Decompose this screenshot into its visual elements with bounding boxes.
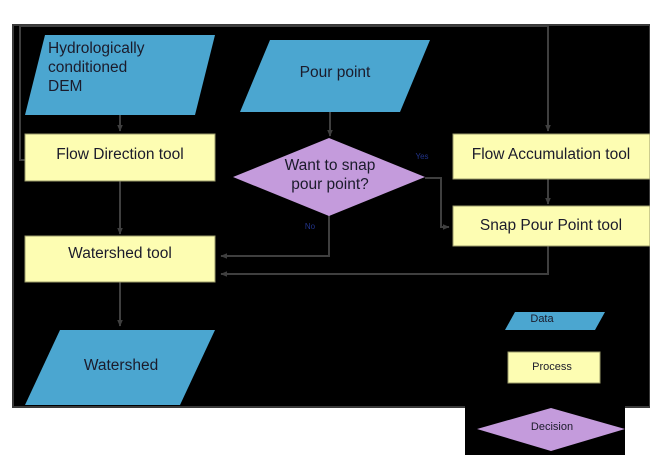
node-flow-direction-tool[interactable] [24, 133, 216, 182]
connector-flow-direction-to-flow-accumulation [19, 25, 551, 161]
connector-decision-yes-to-snap-pour-point [425, 177, 450, 230]
node-watershed[interactable] [25, 330, 215, 405]
legend-shape-decision [477, 408, 625, 451]
node-pour-point[interactable] [240, 40, 430, 112]
node-watershed-tool[interactable] [24, 235, 216, 283]
connector-snap-pour-point-to-watershed-tool [220, 245, 549, 277]
connector-decision-no-to-watershed-tool [220, 215, 330, 259]
node-want-to-snap-pour-point-decision[interactable] [233, 138, 425, 216]
legend-shape-data [505, 312, 605, 330]
node-snap-pour-point-tool[interactable] [452, 205, 650, 247]
legend-shape-process [507, 351, 601, 384]
node-flow-accumulation-tool[interactable] [452, 133, 650, 180]
node-hydrologically-conditioned-dem[interactable] [25, 35, 215, 115]
